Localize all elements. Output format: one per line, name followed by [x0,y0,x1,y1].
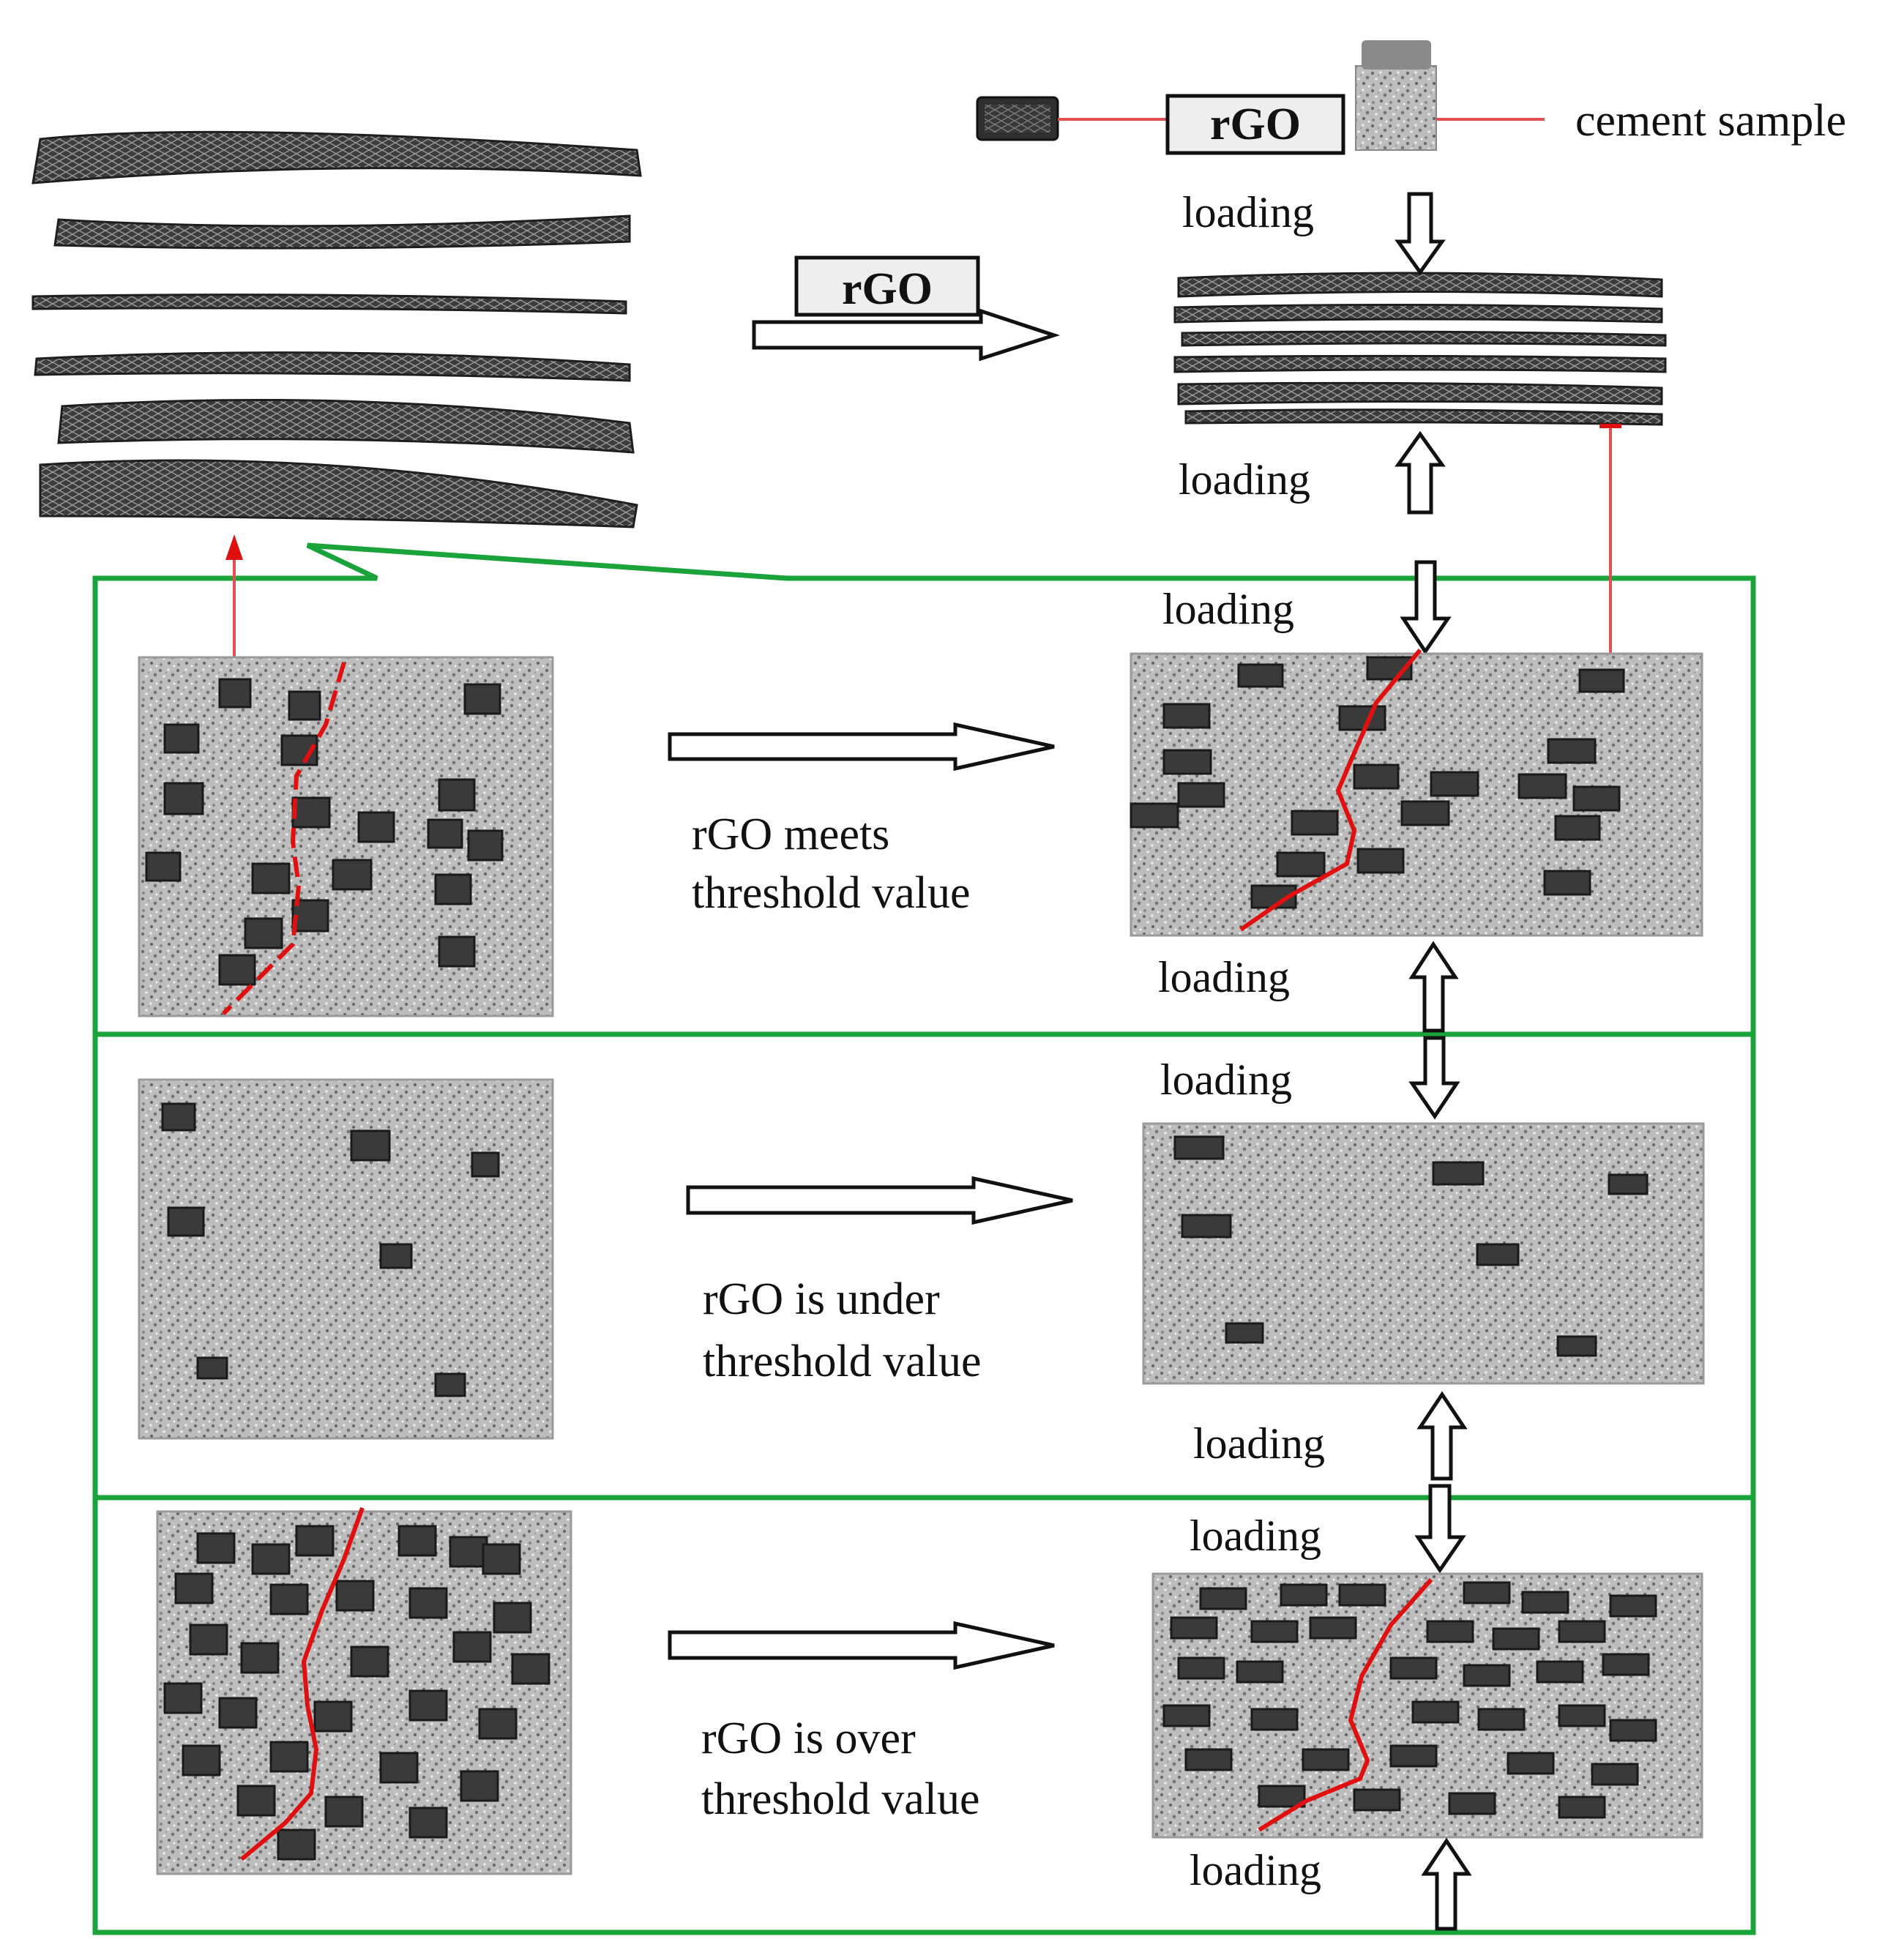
loading-label-top: loading [1162,585,1294,633]
loading-label-bottom: loading [1193,1419,1325,1468]
caption-line-2: threshold value [703,1337,982,1386]
loading-arrow-up [1416,1391,1468,1481]
legend-rgo-label: rGO [1210,100,1301,149]
caption-line-2: threshold value [692,868,971,918]
top-loading-label-lower: loading [1179,455,1310,504]
loading-arrow-down [1400,560,1452,655]
caption-line-1: rGO is over [701,1714,916,1763]
legend-cement-label: cement sample [1575,96,1846,146]
sample-after [1142,1122,1705,1385]
rgo-arrow-label-box [794,255,980,317]
loading-arrow-up [1421,1837,1472,1931]
top-loading-label-upper: loading [1182,188,1314,236]
rgo-flakes-aligned [1173,1135,1649,1357]
top-loading-arrow-down [1395,192,1446,276]
panel-under-threshold: rGO is under threshold value loading loa… [138,1036,1705,1481]
loading-arrow-down [1414,1484,1466,1574]
loading-arrow-up [1408,941,1459,1033]
caption-line-1: rGO meets [692,810,889,859]
panel-meets-threshold: rGO meets threshold value loading loadin… [138,560,1703,1033]
loading-label-bottom: loading [1158,953,1290,1001]
rgo-sheet-stack-left [31,130,642,528]
legend: rGO cement sample [976,40,1846,155]
rgo-sheet-stack-compressed [1173,272,1667,426]
legend-rgo-box [1165,94,1345,155]
loading-label-top: loading [1190,1512,1321,1560]
rgo-process-arrow: rGO [752,255,1061,362]
rgo-flakes [161,1102,500,1397]
loading-label-top: loading [1160,1056,1292,1104]
panel-over-threshold: rGO is over threshold value loading load… [156,1484,1703,1931]
caption-line-2: threshold value [701,1774,980,1824]
leader-to-compressed-stack [1599,424,1621,681]
legend-cement-swatch-icon [1355,65,1437,151]
transform-arrow [686,1176,1073,1225]
crack-path [221,662,346,1016]
panel-frame [92,542,1756,1935]
rgo-flakes-aligned [1162,1581,1657,1819]
crack-path-after [1239,649,1422,932]
loading-arrow-down [1408,1036,1460,1120]
rgo-arrow-label: rGO [842,264,933,314]
loading-label-bottom: loading [1190,1846,1321,1894]
rgo-flakes [163,1525,550,1861]
transform-arrow [668,722,1055,772]
transform-arrow [668,1621,1055,1670]
top-loading-arrow-up [1395,430,1446,515]
crack-path [240,1506,365,1861]
crack-path-after [1258,1578,1433,1832]
sample-before [138,1078,554,1440]
caption-line-1: rGO is under [703,1274,940,1324]
